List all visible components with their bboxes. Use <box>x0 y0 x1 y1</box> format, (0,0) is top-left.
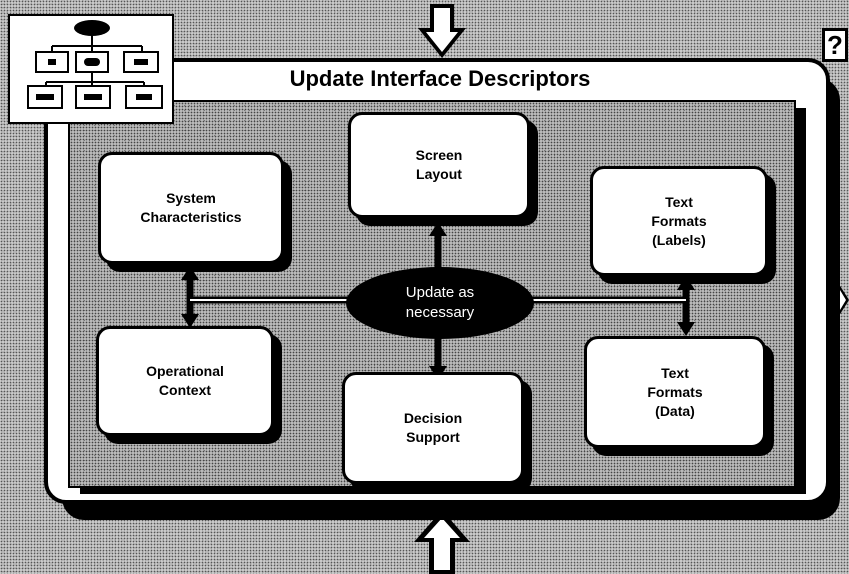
text-formats-labels-box[interactable]: Text Formats (Labels) <box>590 166 768 276</box>
ellipse-label: Update as necessary <box>405 284 475 321</box>
box-label: System Characteristics <box>140 190 242 225</box>
box-label: Text Formats (Data) <box>647 364 703 419</box>
thumbnail-diagram <box>27 20 163 109</box>
box-label: Decision Support <box>403 410 463 445</box>
page-title: Update Interface Descriptors <box>289 66 591 91</box>
text-formats-data-box[interactable]: Text Formats (Data) <box>584 336 766 448</box>
connector-arrowheads <box>181 222 695 380</box>
box-label: Screen Layout <box>415 147 463 182</box>
screen-layout-box[interactable]: Screen Layout <box>348 112 530 218</box>
operational-context-box[interactable]: Operational Context <box>96 326 274 436</box>
flowchart-thumbnail-icon[interactable] <box>8 14 174 124</box>
decision-support-box[interactable]: Decision Support <box>342 372 524 484</box>
arrow-down-icon[interactable] <box>418 4 466 58</box>
system-characteristics-box[interactable]: System Characteristics <box>98 152 284 264</box>
question-mark-icon[interactable]: ? <box>822 28 848 62</box>
box-label: Text Formats (Labels) <box>651 193 707 248</box>
update-as-necessary-ellipse[interactable]: Update as necessary <box>346 267 534 339</box>
arrow-up-icon[interactable] <box>414 510 470 574</box>
box-label: Operational Context <box>146 363 224 398</box>
